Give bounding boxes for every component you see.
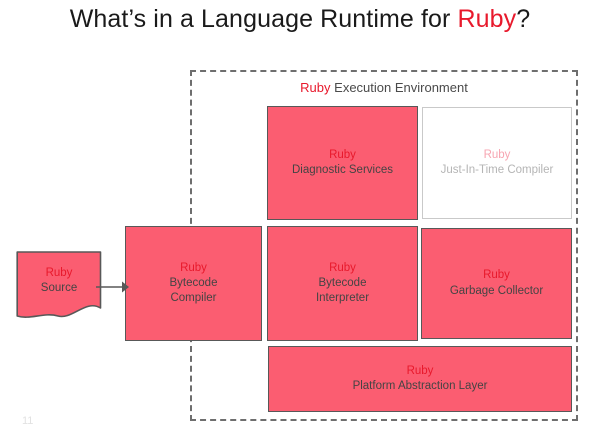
component-language: Ruby [329, 261, 356, 274]
source-document-shape[interactable] [16, 250, 102, 322]
component-name-line2: Interpreter [315, 292, 370, 305]
component-name: Diagnostic Services [292, 164, 393, 176]
component-name: Platform Abstraction Layer [352, 380, 488, 392]
component-name: Garbage Collector [449, 284, 544, 297]
title-prefix: What’s in a Language Runtime for [69, 5, 458, 33]
component-just-in-time-compiler[interactable]: Ruby Just-In-Time Compiler [422, 107, 572, 219]
component-diagnostic-services[interactable]: Ruby Diagnostic Services [267, 106, 418, 220]
slide-number: 11 [22, 415, 34, 427]
component-name: Just-In-Time Compiler [440, 164, 554, 176]
component-language: Ruby [329, 148, 356, 161]
component-language: Ruby [406, 364, 434, 377]
component-bytecode-interpreter[interactable]: Ruby Bytecode Interpreter [267, 226, 418, 341]
component-language: Ruby [483, 269, 510, 282]
arrow-right-icon [96, 281, 129, 293]
page-title: What’s in a Language Runtime for Ruby? [0, 5, 600, 34]
env-label-text: Execution Environment [330, 80, 468, 95]
title-language: Ruby [457, 5, 517, 33]
component-name-line1: Bytecode [169, 276, 218, 289]
component-language: Ruby [180, 261, 207, 274]
component-language: Ruby [483, 148, 511, 161]
env-label-language: Ruby [300, 80, 331, 95]
title-suffix: ? [516, 5, 531, 33]
component-name-line1: Bytecode [318, 276, 367, 289]
document-icon [16, 251, 102, 318]
component-garbage-collector[interactable]: Ruby Garbage Collector [421, 228, 572, 339]
component-name-line2: Compiler [170, 292, 217, 305]
component-bytecode-compiler[interactable]: Ruby Bytecode Compiler [125, 226, 262, 341]
flow-arrow-source-to-compiler [96, 276, 130, 298]
execution-environment-label: Ruby Execution Environment [190, 80, 578, 95]
component-platform-abstraction-layer[interactable]: Ruby Platform Abstraction Layer [268, 346, 572, 412]
